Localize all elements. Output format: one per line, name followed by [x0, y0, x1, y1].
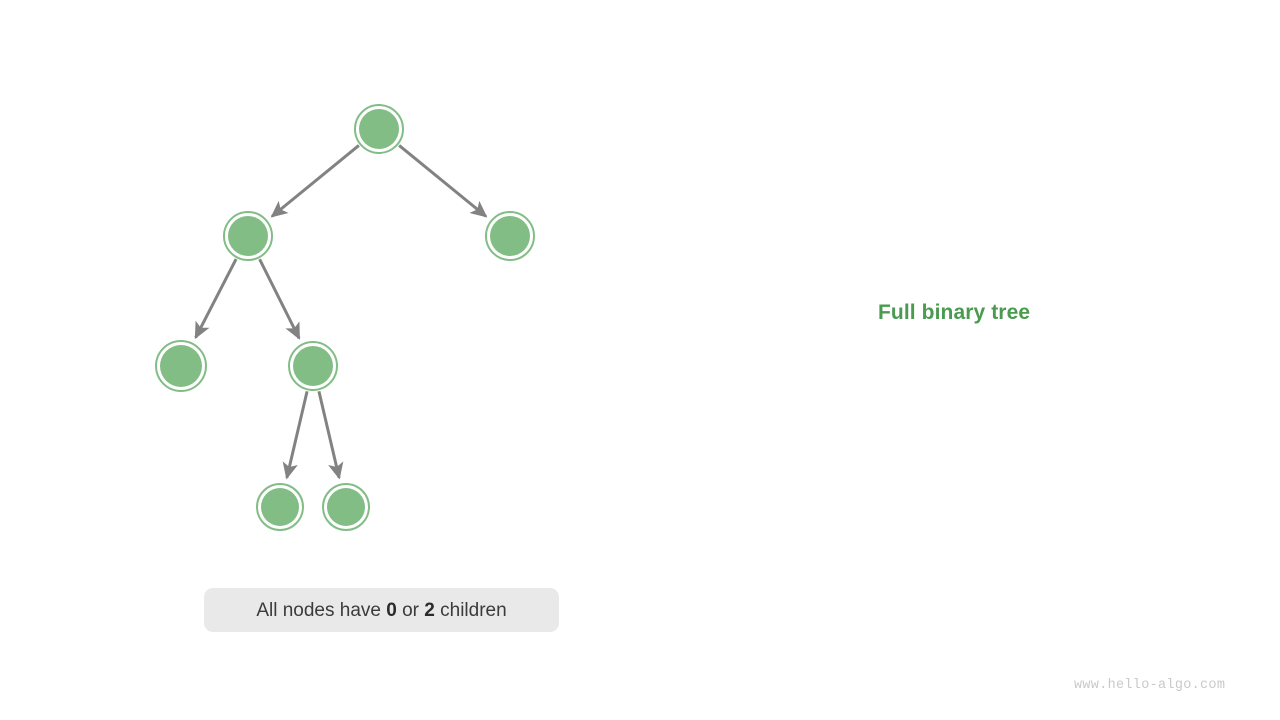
tree-node-fill: [293, 346, 333, 386]
tree-node-gap: [290, 343, 336, 389]
tree-edge: [194, 258, 238, 340]
tree-node-gap: [487, 213, 533, 259]
tree-node-fill: [228, 216, 268, 256]
caption-suffix: children: [434, 599, 507, 621]
caption-badge: All nodes have 0 or 2 children: [204, 588, 559, 632]
tree-node-gap: [157, 342, 205, 390]
tree-node[interactable]: [155, 340, 207, 392]
tree-node[interactable]: [322, 483, 370, 531]
tree-node-gap: [258, 485, 302, 529]
tree-node-fill: [359, 109, 399, 149]
tree-node-fill: [327, 488, 365, 526]
tree-node-ring: [322, 483, 370, 531]
caption-bold-zero: 0: [386, 599, 397, 621]
tree-node-fill: [490, 216, 530, 256]
caption-text: All nodes have 0 or 2 children: [256, 601, 506, 620]
tree-node-ring: [155, 340, 207, 392]
tree-node[interactable]: [485, 211, 535, 261]
tree-nodes: [155, 104, 535, 531]
tree-node-fill: [261, 488, 299, 526]
tree-edge: [270, 144, 360, 218]
tree-edge: [282, 390, 309, 480]
tree-node-ring: [256, 483, 304, 531]
tree-node-ring: [223, 211, 273, 261]
tree-node-fill: [160, 345, 202, 387]
tree-node-gap: [225, 213, 271, 259]
tree-edge: [317, 390, 344, 480]
tree-node-ring: [354, 104, 404, 154]
tree-node-ring: [288, 341, 338, 391]
tree-node[interactable]: [354, 104, 404, 154]
tree-node[interactable]: [223, 211, 273, 261]
tree-node[interactable]: [256, 483, 304, 531]
page-title: Full binary tree: [878, 301, 1031, 324]
watermark: www.hello-algo.com: [1074, 678, 1226, 693]
caption-middle: or: [396, 599, 425, 621]
tree-edges: [194, 144, 488, 480]
tree-node-gap: [324, 485, 368, 529]
caption-bold-two: 2: [424, 599, 435, 621]
caption-prefix: All nodes have: [256, 599, 387, 621]
tree-edge: [398, 144, 488, 218]
tree-node-gap: [356, 106, 402, 152]
tree-edge: [258, 258, 301, 340]
tree-node-ring: [485, 211, 535, 261]
tree-node[interactable]: [288, 341, 338, 391]
